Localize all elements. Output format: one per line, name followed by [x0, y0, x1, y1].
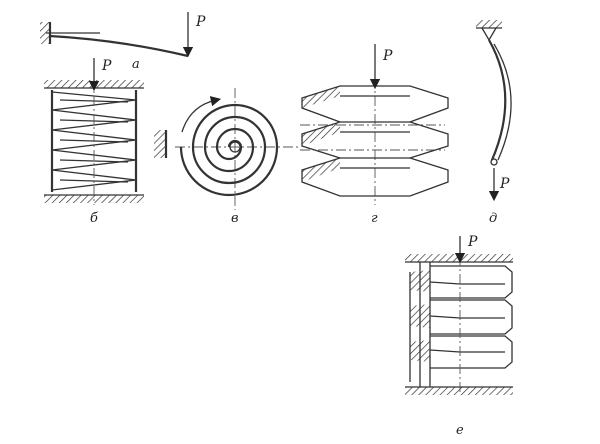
- top-support: [405, 254, 513, 262]
- load-label-a: P: [195, 14, 206, 30]
- panel-label-b: б: [90, 211, 98, 226]
- panel-label-g: г: [371, 211, 378, 226]
- spiral-arbor: [229, 141, 241, 153]
- load-label-e: P: [467, 234, 478, 250]
- panel-label-v: в: [231, 211, 239, 226]
- bottom-support: [405, 387, 513, 395]
- spiral: [179, 103, 279, 197]
- ring-stack: [429, 265, 513, 369]
- panel-a-leaf-spring: P а: [40, 12, 206, 72]
- panel-e-ring-spring: P е: [405, 234, 513, 438]
- load-label-b: P: [101, 58, 112, 74]
- panel-label-d: д: [489, 211, 497, 226]
- side-support: [154, 130, 166, 158]
- leaf-spring: [49, 34, 189, 58]
- panel-b-coil-spring: P б: [44, 58, 144, 226]
- wall-support: [40, 22, 50, 44]
- panel-label-a: а: [132, 57, 140, 72]
- coil-outline: [50, 90, 138, 192]
- ring-sections-left: [410, 270, 430, 362]
- panel-d-rod-spring: P д: [476, 20, 512, 226]
- panel-v-spiral-spring: в: [154, 88, 300, 226]
- panel-g-disc-springs: P г: [300, 44, 449, 226]
- torque-arrow: [181, 96, 222, 133]
- load-label-d: P: [499, 176, 510, 192]
- top-support: [476, 20, 502, 28]
- disc-sections: [302, 86, 340, 182]
- panel-label-e: е: [456, 423, 464, 438]
- load-label-g: P: [382, 48, 393, 64]
- curved-rod: [488, 39, 507, 161]
